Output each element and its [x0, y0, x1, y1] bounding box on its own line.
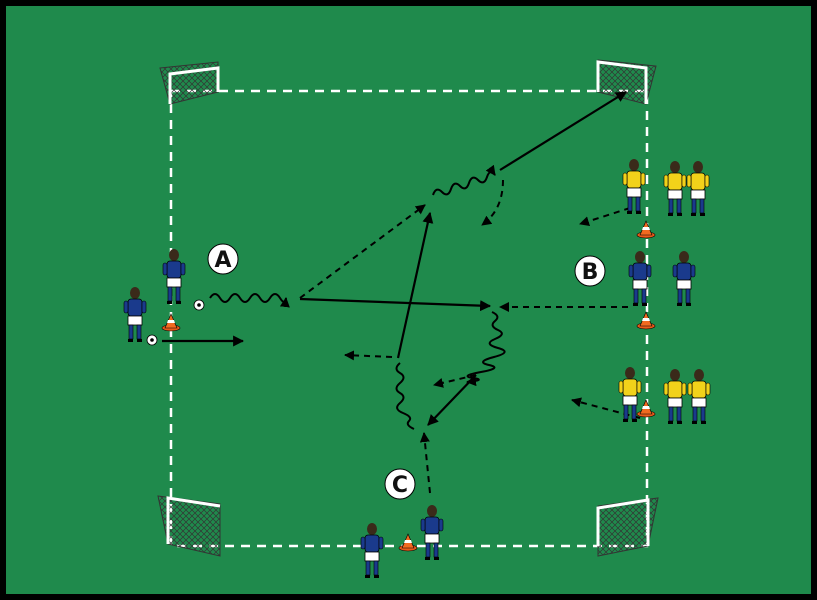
goal-icon	[159, 61, 220, 105]
dribble-arrows	[209, 164, 506, 430]
goal-icon	[596, 59, 657, 105]
label-b: B	[574, 255, 606, 287]
svg-text:C: C	[392, 473, 408, 498]
svg-text:B: B	[582, 260, 599, 285]
svg-text:A: A	[214, 248, 231, 273]
goal-icon	[596, 497, 659, 557]
pass-arrows	[162, 91, 627, 426]
ball-icon	[146, 334, 158, 346]
label-c: C	[384, 468, 416, 500]
label-a: A	[207, 243, 239, 275]
goal-icon	[157, 495, 221, 557]
run-arrows	[299, 179, 641, 494]
ball-icon	[193, 299, 205, 311]
